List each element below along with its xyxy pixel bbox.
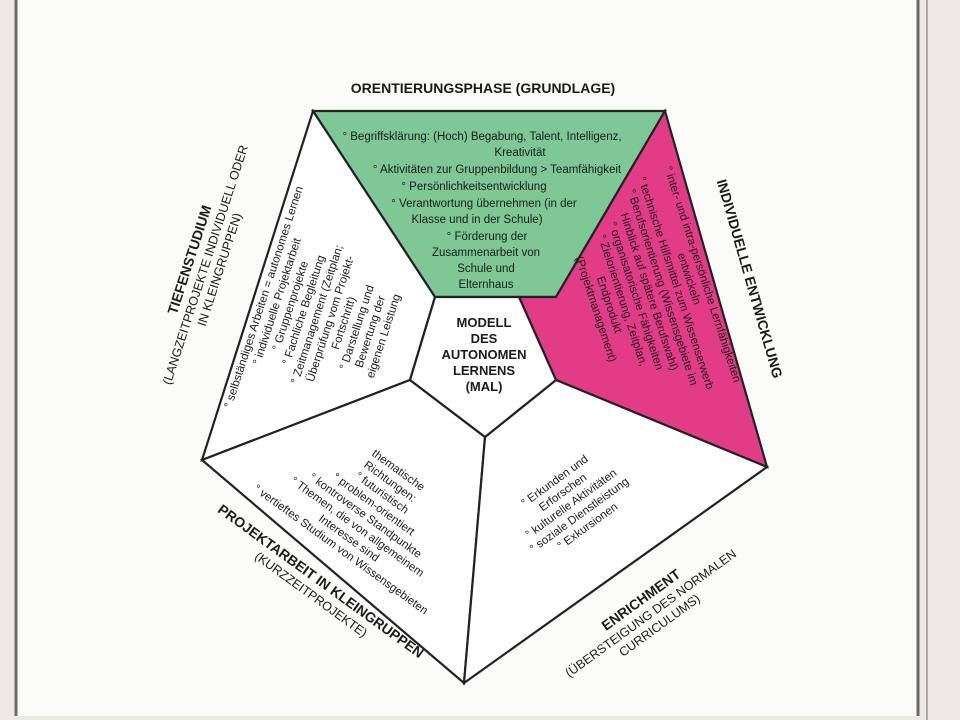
phase-title-top: ORENTIERUNGSPHASE (GRUNDLAGE) xyxy=(351,80,615,96)
top-item-10: Elternhaus xyxy=(459,279,514,291)
center-line-1: MODELL xyxy=(457,315,512,330)
center-line-2: DES xyxy=(471,331,498,346)
center-pentagon xyxy=(408,295,558,439)
top-item-8: Zusammenarbeit von xyxy=(432,247,540,259)
top-item-5: ° Verantwortung übernehmen (in der xyxy=(391,198,577,210)
center-line-4: LERNENS xyxy=(453,363,515,378)
top-item-1: ° Begriffsklärung: (Hoch) Begabung, Tale… xyxy=(342,131,621,143)
top-segment-list: ° Begriffsklärung: (Hoch) Begabung, Tale… xyxy=(342,131,621,291)
top-item-4: ° Persönlichkeitsentwicklung xyxy=(401,181,546,193)
top-item-6: Klasse und in der Schule) xyxy=(411,214,542,226)
top-item-3: ° Aktivitäten zur Gruppenbildung > Teamf… xyxy=(373,164,622,176)
center-label: MODELL DES AUTONOMEN LERNENS (MAL) xyxy=(442,315,527,394)
top-item-2: Kreativität xyxy=(494,147,546,159)
center-line-3: AUTONOMEN xyxy=(442,347,527,362)
top-item-9: Schule und xyxy=(457,263,515,275)
center-line-5: (MAL) xyxy=(466,379,503,394)
top-item-7: ° Förderung der xyxy=(447,231,528,243)
